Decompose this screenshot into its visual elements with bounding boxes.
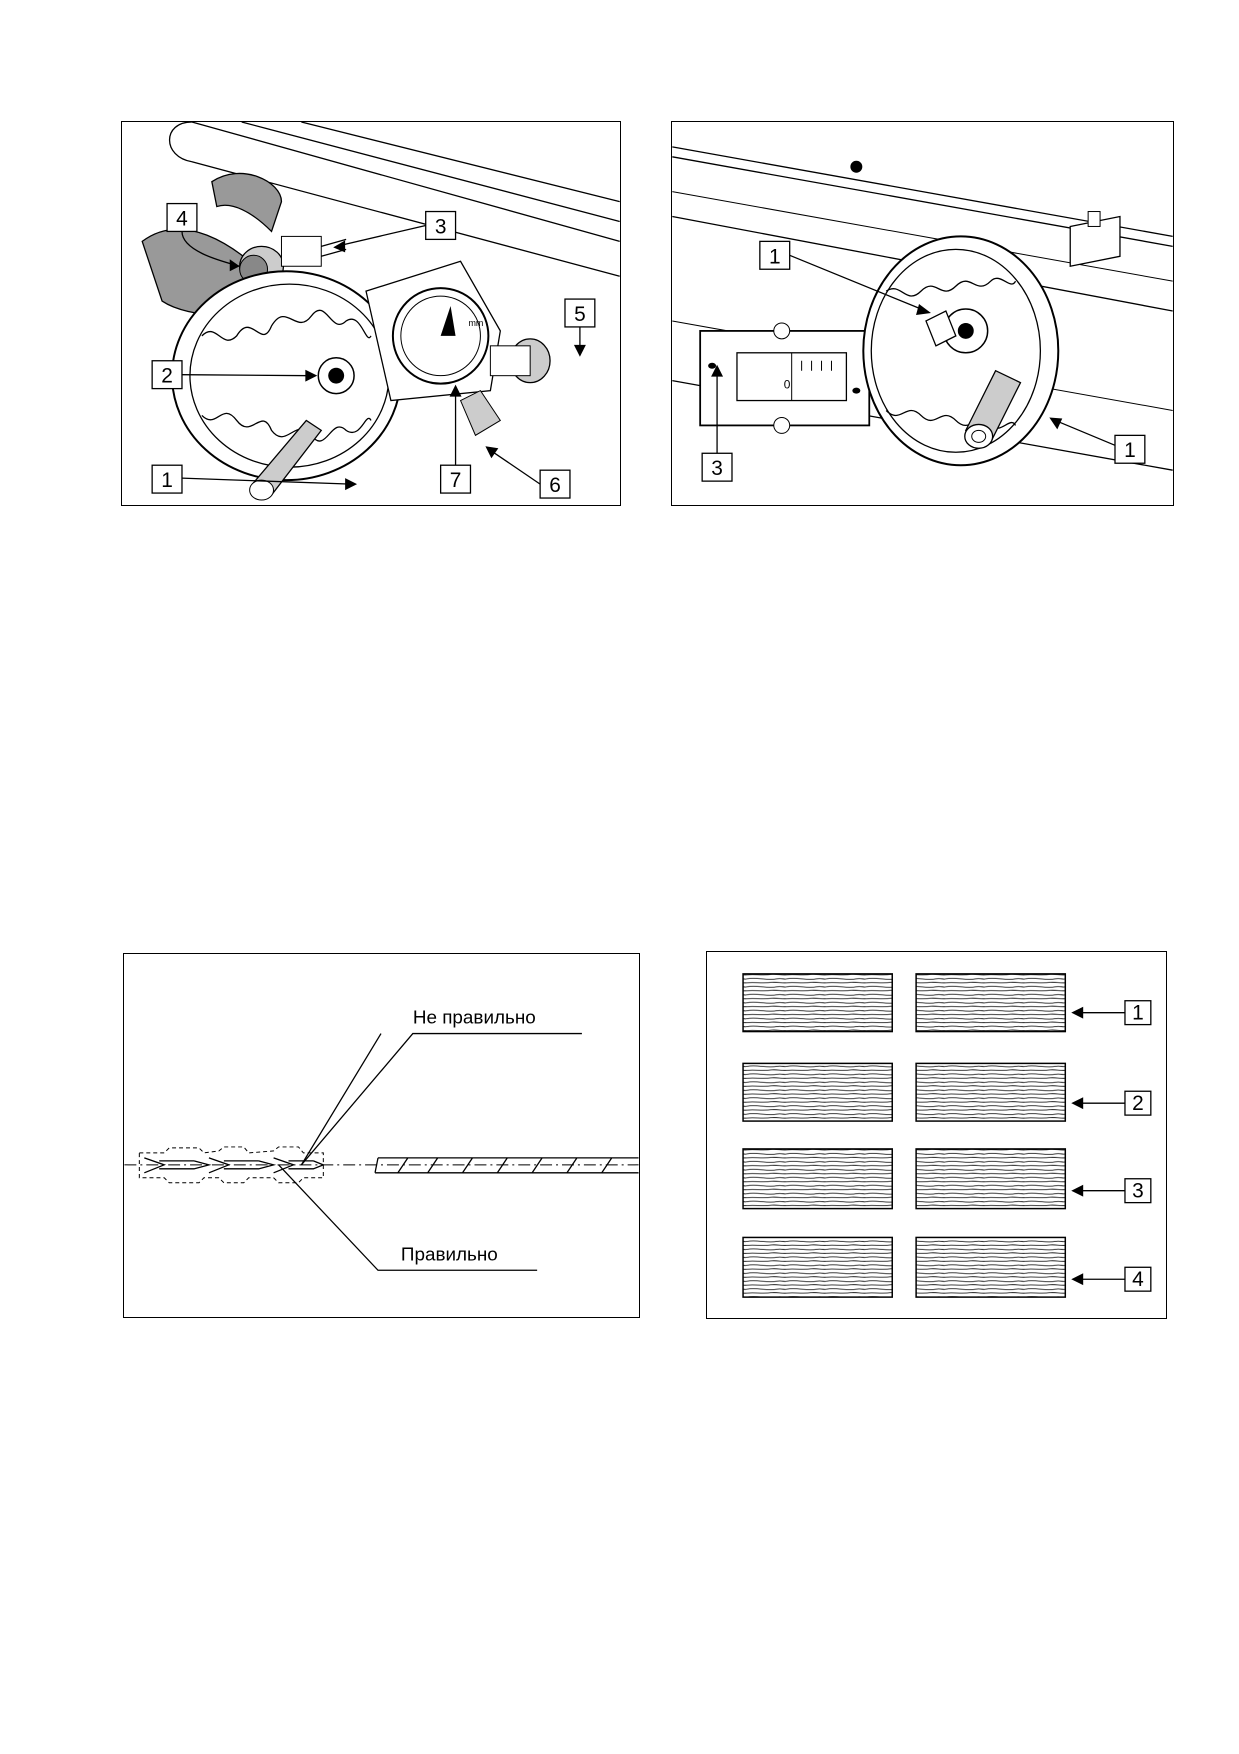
label-box-1	[151, 464, 183, 494]
figure-blade-alignment: Не правильно Правильно	[123, 953, 640, 1318]
figure-handwheel-scale: 0 1 3 1	[671, 121, 1174, 506]
label-box-6	[539, 469, 571, 499]
label-4: 4	[176, 207, 188, 230]
blade-alignment-illustration: Не правильно Правильно	[124, 1008, 639, 1271]
label-4: 4	[1132, 1268, 1144, 1291]
dial-unit-text: mm	[468, 318, 483, 328]
caption-right: Правильно	[401, 1244, 498, 1265]
label-box-1-top	[759, 240, 791, 270]
label-box-2	[151, 360, 183, 390]
sample-3-right	[915, 1148, 1067, 1210]
label-box-5	[564, 298, 596, 328]
sample-3-left	[742, 1148, 893, 1210]
label-box-4	[166, 202, 198, 233]
label-2: 2	[161, 365, 173, 388]
sample-4-right	[915, 1236, 1067, 1298]
label-6: 6	[549, 474, 561, 497]
label-5: 5	[574, 303, 586, 326]
label-box-4	[1124, 1266, 1152, 1292]
label-7: 7	[450, 469, 462, 492]
sample-1-right	[915, 973, 1067, 1033]
sample-1-left	[742, 973, 893, 1033]
cut-samples-illustration: 1 2 3 4	[742, 973, 1152, 1298]
figure-handwheel-dial: mm 4 3 5 2 1 7 6	[121, 121, 621, 506]
handwheel-scale-illustration: 0 1 3 1	[672, 146, 1173, 482]
label-1-right: 1	[1124, 439, 1136, 462]
scale-zero-text: 0	[784, 378, 791, 392]
label-3: 3	[1132, 1180, 1144, 1203]
label-3: 3	[435, 215, 447, 238]
label-box-3	[425, 210, 457, 241]
caption-wrong: Не правильно	[413, 1008, 536, 1029]
label-1: 1	[1132, 1002, 1144, 1025]
sample-2-right	[915, 1062, 1067, 1122]
sample-2-left	[742, 1062, 893, 1122]
label-box-3	[701, 452, 733, 482]
label-box-1-right	[1114, 434, 1146, 464]
label-box-1	[1124, 1000, 1152, 1026]
label-1: 1	[161, 469, 173, 492]
handwheel-dial-illustration: mm 4 3 5 2 1 7 6	[141, 122, 620, 501]
sample-4-left	[742, 1236, 893, 1298]
label-box-2	[1124, 1090, 1152, 1116]
label-3: 3	[711, 457, 723, 480]
label-box-3	[1124, 1178, 1152, 1204]
label-1-top: 1	[769, 245, 781, 268]
figure-cut-samples: 1 2 3 4	[706, 951, 1167, 1319]
label-2: 2	[1132, 1092, 1144, 1115]
